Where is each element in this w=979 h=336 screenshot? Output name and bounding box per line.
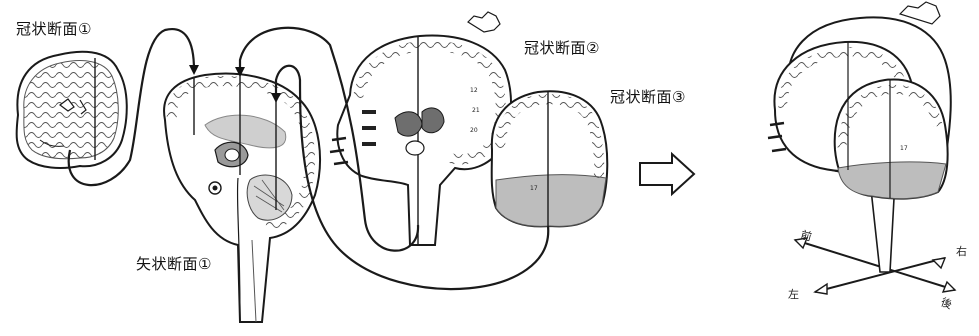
coronal-section-1 (17, 52, 127, 168)
svg-text:21: 21 (472, 107, 480, 114)
axis-right-label: 右 (956, 244, 967, 258)
svg-text:17: 17 (900, 145, 908, 152)
coronal-section-2: 12 21 20 (330, 12, 511, 245)
coronal-section-3: 17 (492, 91, 608, 226)
transform-arrow-icon (640, 154, 694, 194)
svg-text:17: 17 (530, 185, 538, 192)
svg-text:20: 20 (470, 127, 478, 134)
axis-front-label: 前 (799, 227, 813, 243)
label-coronal-3: 冠状断面③ (610, 86, 686, 107)
label-coronal-1: 冠状断面① (16, 18, 92, 39)
axis-left-label: 左 (788, 288, 799, 301)
svg-text:12: 12 (470, 87, 478, 94)
label-sagittal-1: 矢状断面① (136, 253, 212, 274)
stacked-3d-assembly: 17 前 右 左 後 (768, 2, 967, 312)
orientation-axes (795, 238, 955, 294)
label-coronal-2: 冠状断面② (524, 37, 600, 58)
axis-back-label: 後 (939, 295, 954, 312)
sagittal-section-1 (164, 73, 320, 322)
